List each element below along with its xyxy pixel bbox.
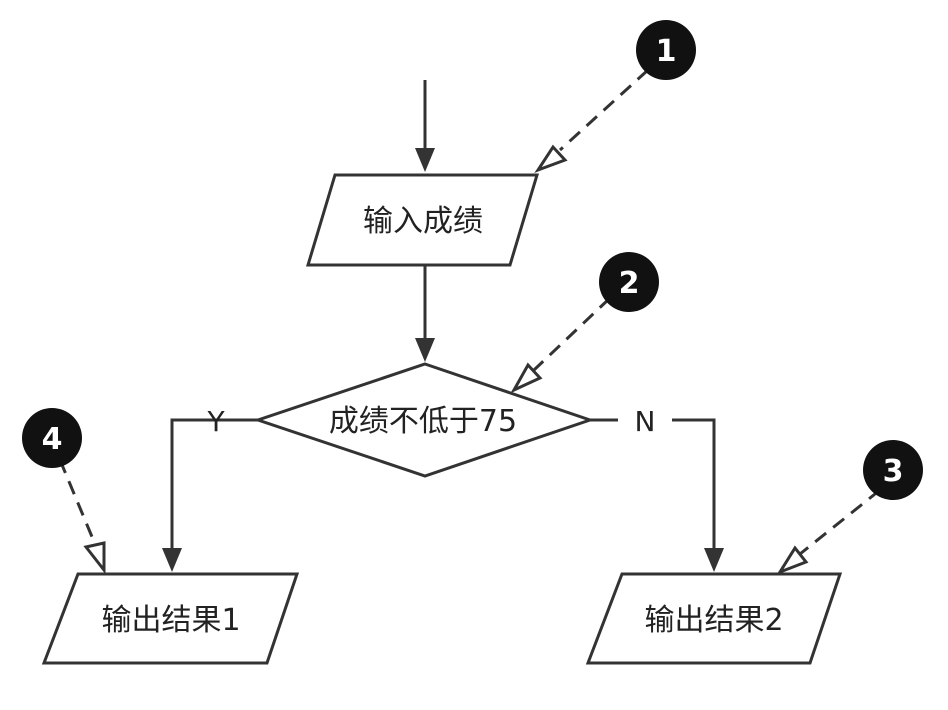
node-input[interactable]: 输入成绩: [305, 173, 540, 267]
callout-head-4: [83, 541, 106, 575]
marker-badge-4: 4: [22, 408, 82, 468]
node-output2-label: 输出结果2: [644, 603, 783, 638]
connector-yes-branch: [170, 418, 240, 548]
marker-number-1: 1: [656, 34, 677, 69]
output1-parallelogram: [41, 572, 300, 665]
callout-line-2: [532, 296, 612, 372]
flow-connectors: [162, 80, 724, 572]
node-decision-label: 成绩不低于75: [329, 404, 517, 439]
marker-circle-2: [599, 252, 659, 312]
input-parallelogram: [305, 173, 540, 267]
marker-badge-2: 2: [599, 252, 659, 312]
connector-no-branch: [672, 418, 716, 548]
callout-head-1: [534, 144, 568, 173]
marker-number-4: 4: [42, 422, 63, 457]
arrowhead-output2: [704, 548, 724, 572]
callout-line-1: [558, 68, 650, 152]
arrowhead-output1: [162, 548, 182, 572]
callout-line-4: [58, 459, 97, 545]
node-output1-label: 输出结果1: [101, 603, 240, 638]
marker-number-3: 3: [883, 454, 904, 489]
arrowhead-input: [415, 148, 435, 172]
marker-circle-1: [636, 20, 696, 80]
node-output1[interactable]: 输出结果1: [41, 572, 300, 665]
node-output2[interactable]: 输出结果2: [585, 572, 843, 665]
output2-parallelogram: [585, 572, 843, 665]
arrowhead-decision: [415, 338, 435, 362]
marker-number-2: 2: [619, 266, 640, 301]
marker-badge-3: 3: [863, 440, 923, 500]
branch-label-no: N: [635, 405, 656, 438]
node-decision[interactable]: 成绩不低于75: [253, 362, 595, 478]
marker-circle-3: [863, 440, 923, 500]
marker-circle-4: [22, 408, 82, 468]
callout-head-2: [510, 362, 543, 394]
node-input-label: 输入成绩: [363, 204, 483, 239]
decision-diamond: [253, 362, 595, 478]
callout-head-3: [776, 545, 809, 576]
marker-badge-1: 1: [636, 20, 696, 80]
branch-label-yes: Y: [206, 405, 225, 438]
callout-arrows: [58, 68, 881, 576]
callout-line-3: [799, 488, 881, 556]
